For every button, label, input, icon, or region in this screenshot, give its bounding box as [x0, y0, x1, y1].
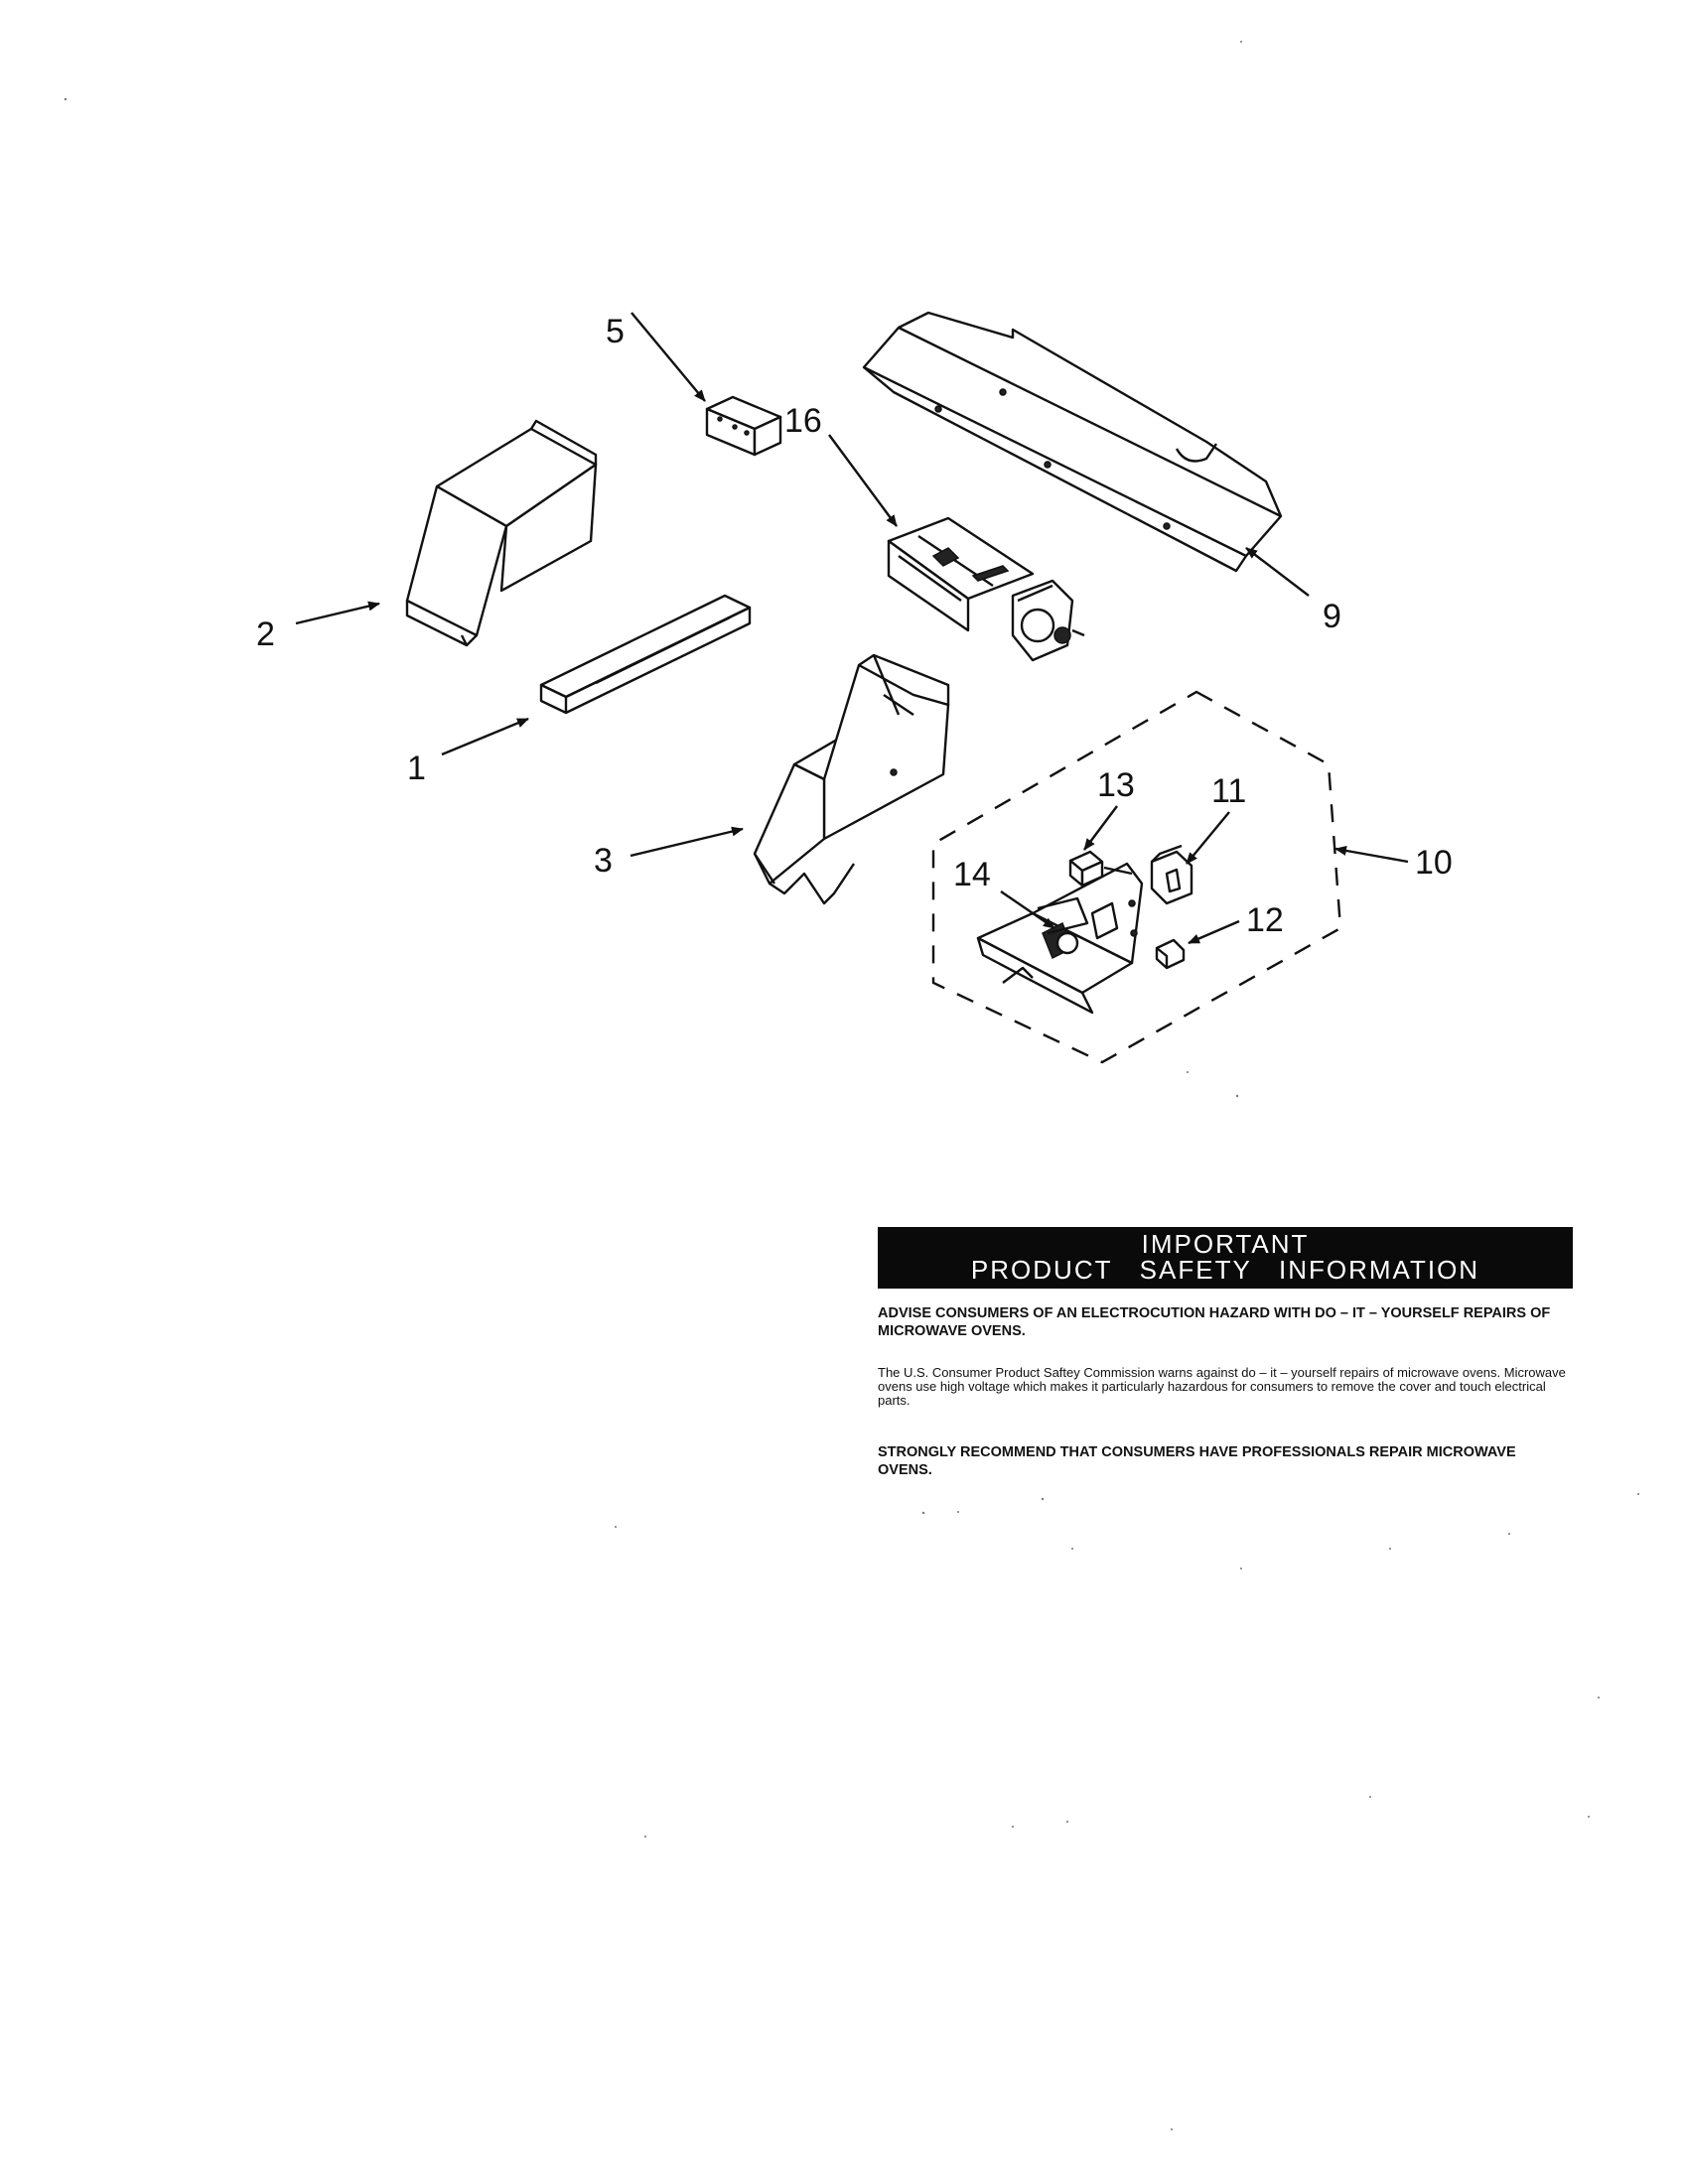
part-9-long-channel — [862, 311, 1283, 573]
scan-noise — [64, 41, 1639, 2130]
banner-title: IMPORTANT — [1141, 1229, 1310, 1259]
callout-10: 10 — [1415, 844, 1453, 882]
part-5-small-block — [705, 395, 782, 457]
callout-9: 9 — [1323, 598, 1341, 635]
cpsc-warning-text: The U.S. Consumer Product Saftey Commiss… — [878, 1365, 1566, 1408]
callout-1: 1 — [407, 750, 426, 787]
advise-statement: ADVISE CONSUMERS OF AN ELECTROCUTION HAZ… — [878, 1305, 1551, 1339]
banner-subtitle: PRODUCT SAFETY INFORMATION — [970, 1255, 1480, 1285]
callout-2: 2 — [256, 615, 275, 653]
part-1-flat-strip — [539, 594, 752, 715]
part-13-small-switch — [1068, 850, 1133, 887]
callout-5: 5 — [606, 313, 625, 350]
part-3-u-channel — [753, 653, 950, 905]
part-16-motor-assembly — [887, 516, 1085, 662]
callout-3: 3 — [594, 842, 613, 880]
callout-16: 16 — [784, 402, 822, 440]
product-safety-notice: IMPORTANT PRODUCT SAFETY INFORMATION ADV… — [878, 1227, 1573, 1479]
part-10-assembly-boundary — [931, 690, 1342, 1064]
part-11-interlock-switch — [1150, 844, 1193, 905]
callout-12: 12 — [1246, 901, 1284, 939]
callout-13: 13 — [1097, 766, 1135, 804]
part-10-switch-bracket — [976, 862, 1144, 1015]
callout-11: 11 — [1211, 772, 1246, 810]
leader-lines — [295, 312, 1409, 945]
recommend-statement: STRONGLY RECOMMEND THAT CONSUMERS HAVE P… — [878, 1444, 1516, 1478]
part-12-connector — [1155, 938, 1186, 970]
part-2-duct-bracket — [405, 419, 598, 647]
callout-14: 14 — [953, 856, 991, 893]
safety-banner: IMPORTANT PRODUCT SAFETY INFORMATION — [878, 1227, 1573, 1289]
